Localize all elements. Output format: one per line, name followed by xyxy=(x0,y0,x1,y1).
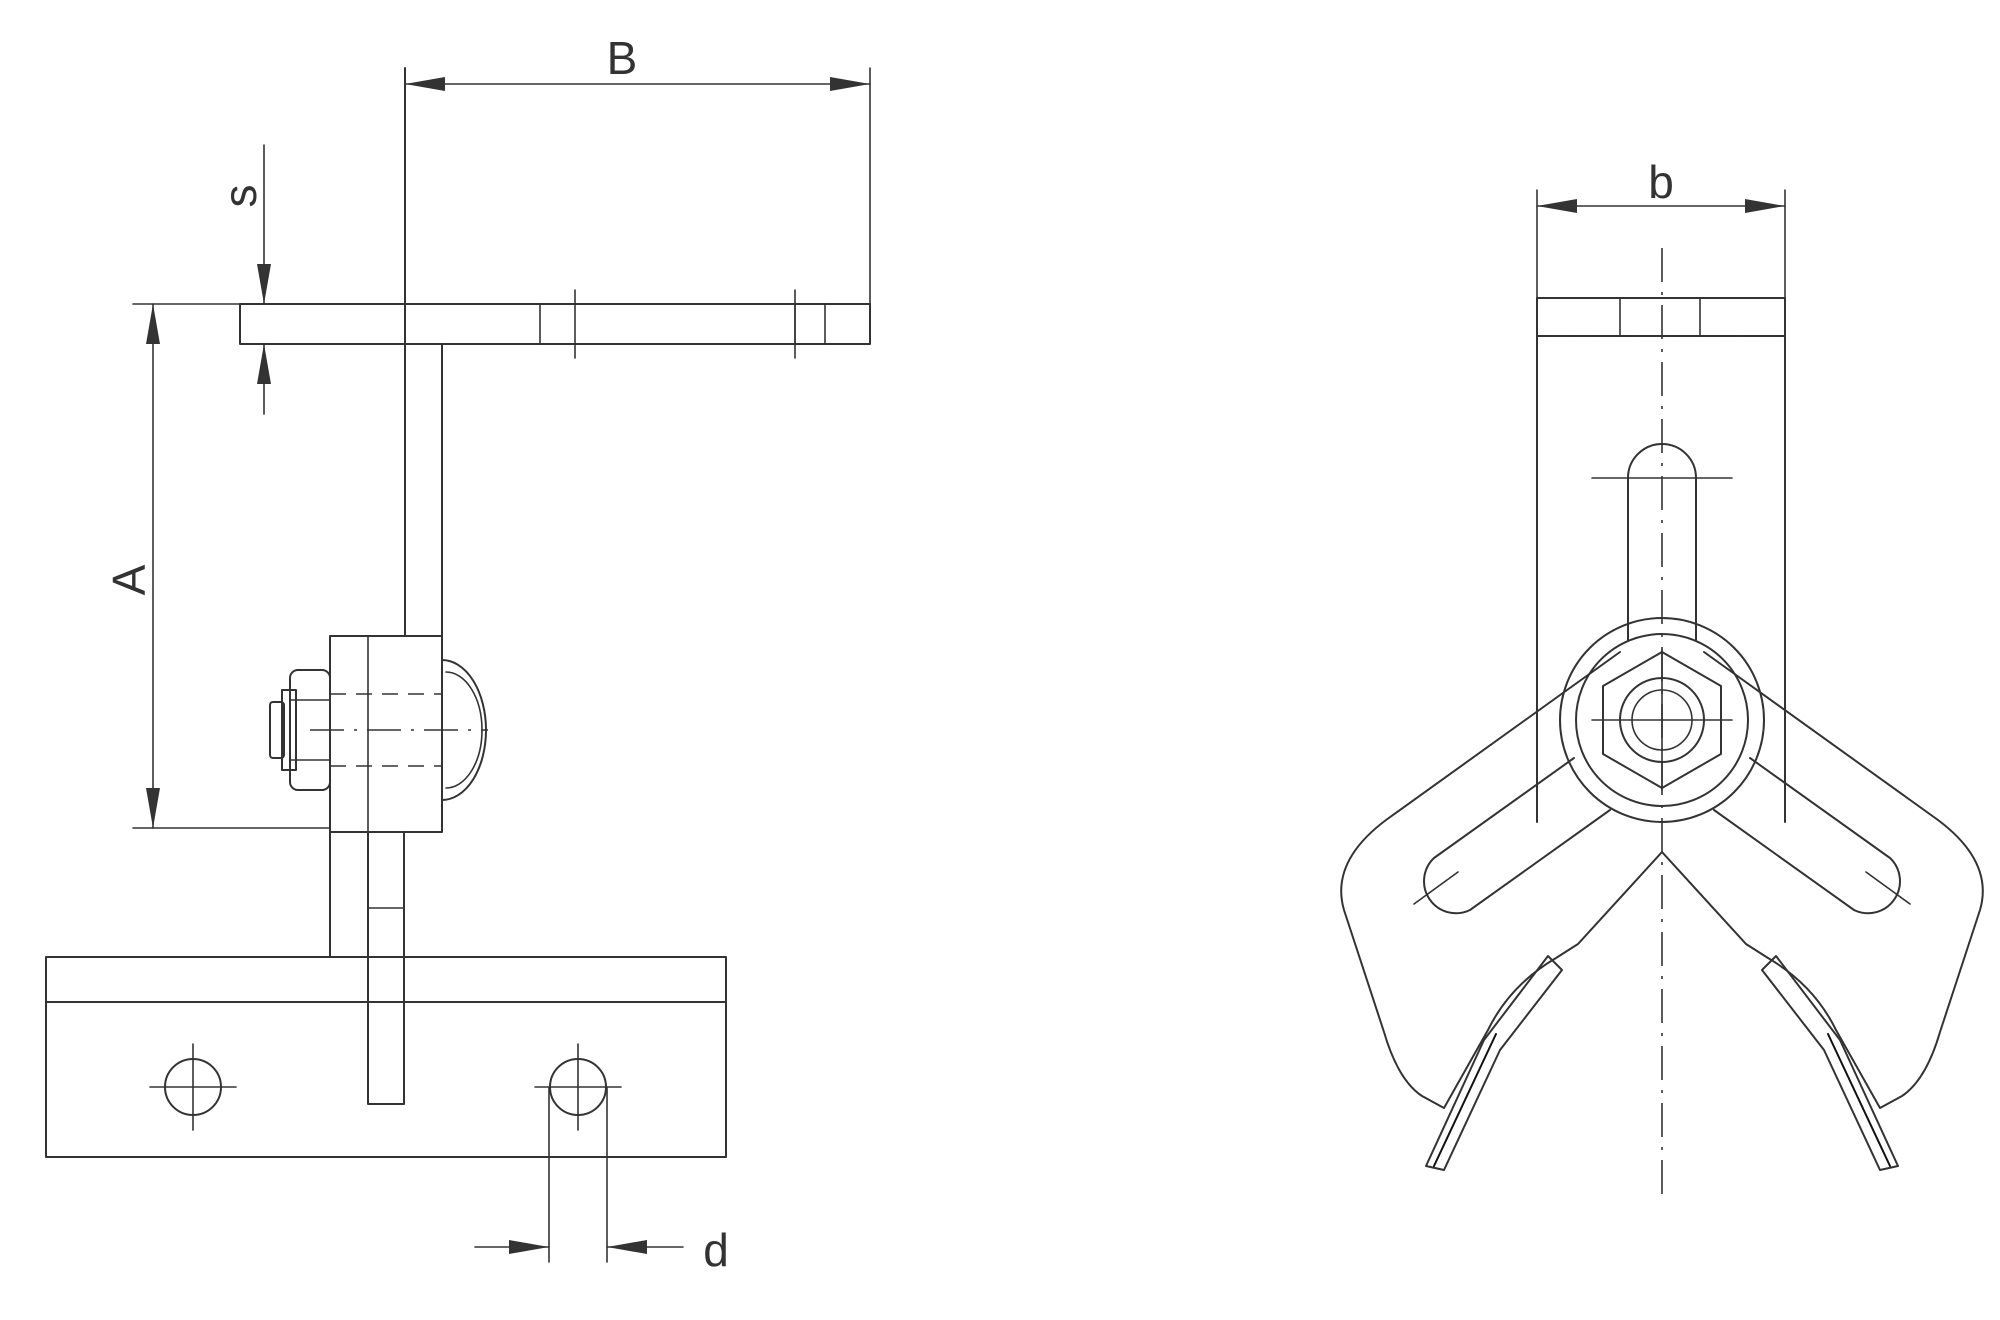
front-view: b xyxy=(1340,156,1984,1197)
dimension-label-B: B xyxy=(607,32,638,84)
side-view: B s A d xyxy=(45,32,871,1276)
front-top-plate xyxy=(1536,297,1786,337)
top-plate xyxy=(239,289,871,359)
dimension-B: B xyxy=(404,32,871,305)
mounting-hole-right xyxy=(534,1043,622,1131)
dimension-label-s: s xyxy=(214,185,266,208)
v-clamp-body xyxy=(1340,651,1984,1109)
dimension-d: d xyxy=(474,1086,729,1276)
base-rail xyxy=(45,956,727,1158)
dimension-label-A: A xyxy=(103,564,155,595)
dimension-b: b xyxy=(1536,156,1786,299)
right-leg-slot xyxy=(1713,757,1911,915)
left-leg-slot xyxy=(1413,757,1611,915)
hex-nut xyxy=(269,669,331,791)
front-vertical-arm xyxy=(1536,335,1786,823)
dimension-label-b: b xyxy=(1648,156,1674,208)
right-jaw xyxy=(1761,955,1899,1171)
vertical-arm xyxy=(404,67,443,637)
lower-plate xyxy=(329,831,405,1105)
dimension-s: s xyxy=(214,144,271,415)
left-jaw xyxy=(1425,955,1563,1171)
mounting-hole-left xyxy=(149,1043,237,1131)
center-bolt-assembly xyxy=(1559,617,1765,823)
dimension-label-d: d xyxy=(703,1224,729,1276)
clamp-block xyxy=(310,635,488,833)
dimension-A: A xyxy=(103,303,331,829)
top-slot xyxy=(1591,443,1733,641)
bolt-head xyxy=(441,659,487,801)
